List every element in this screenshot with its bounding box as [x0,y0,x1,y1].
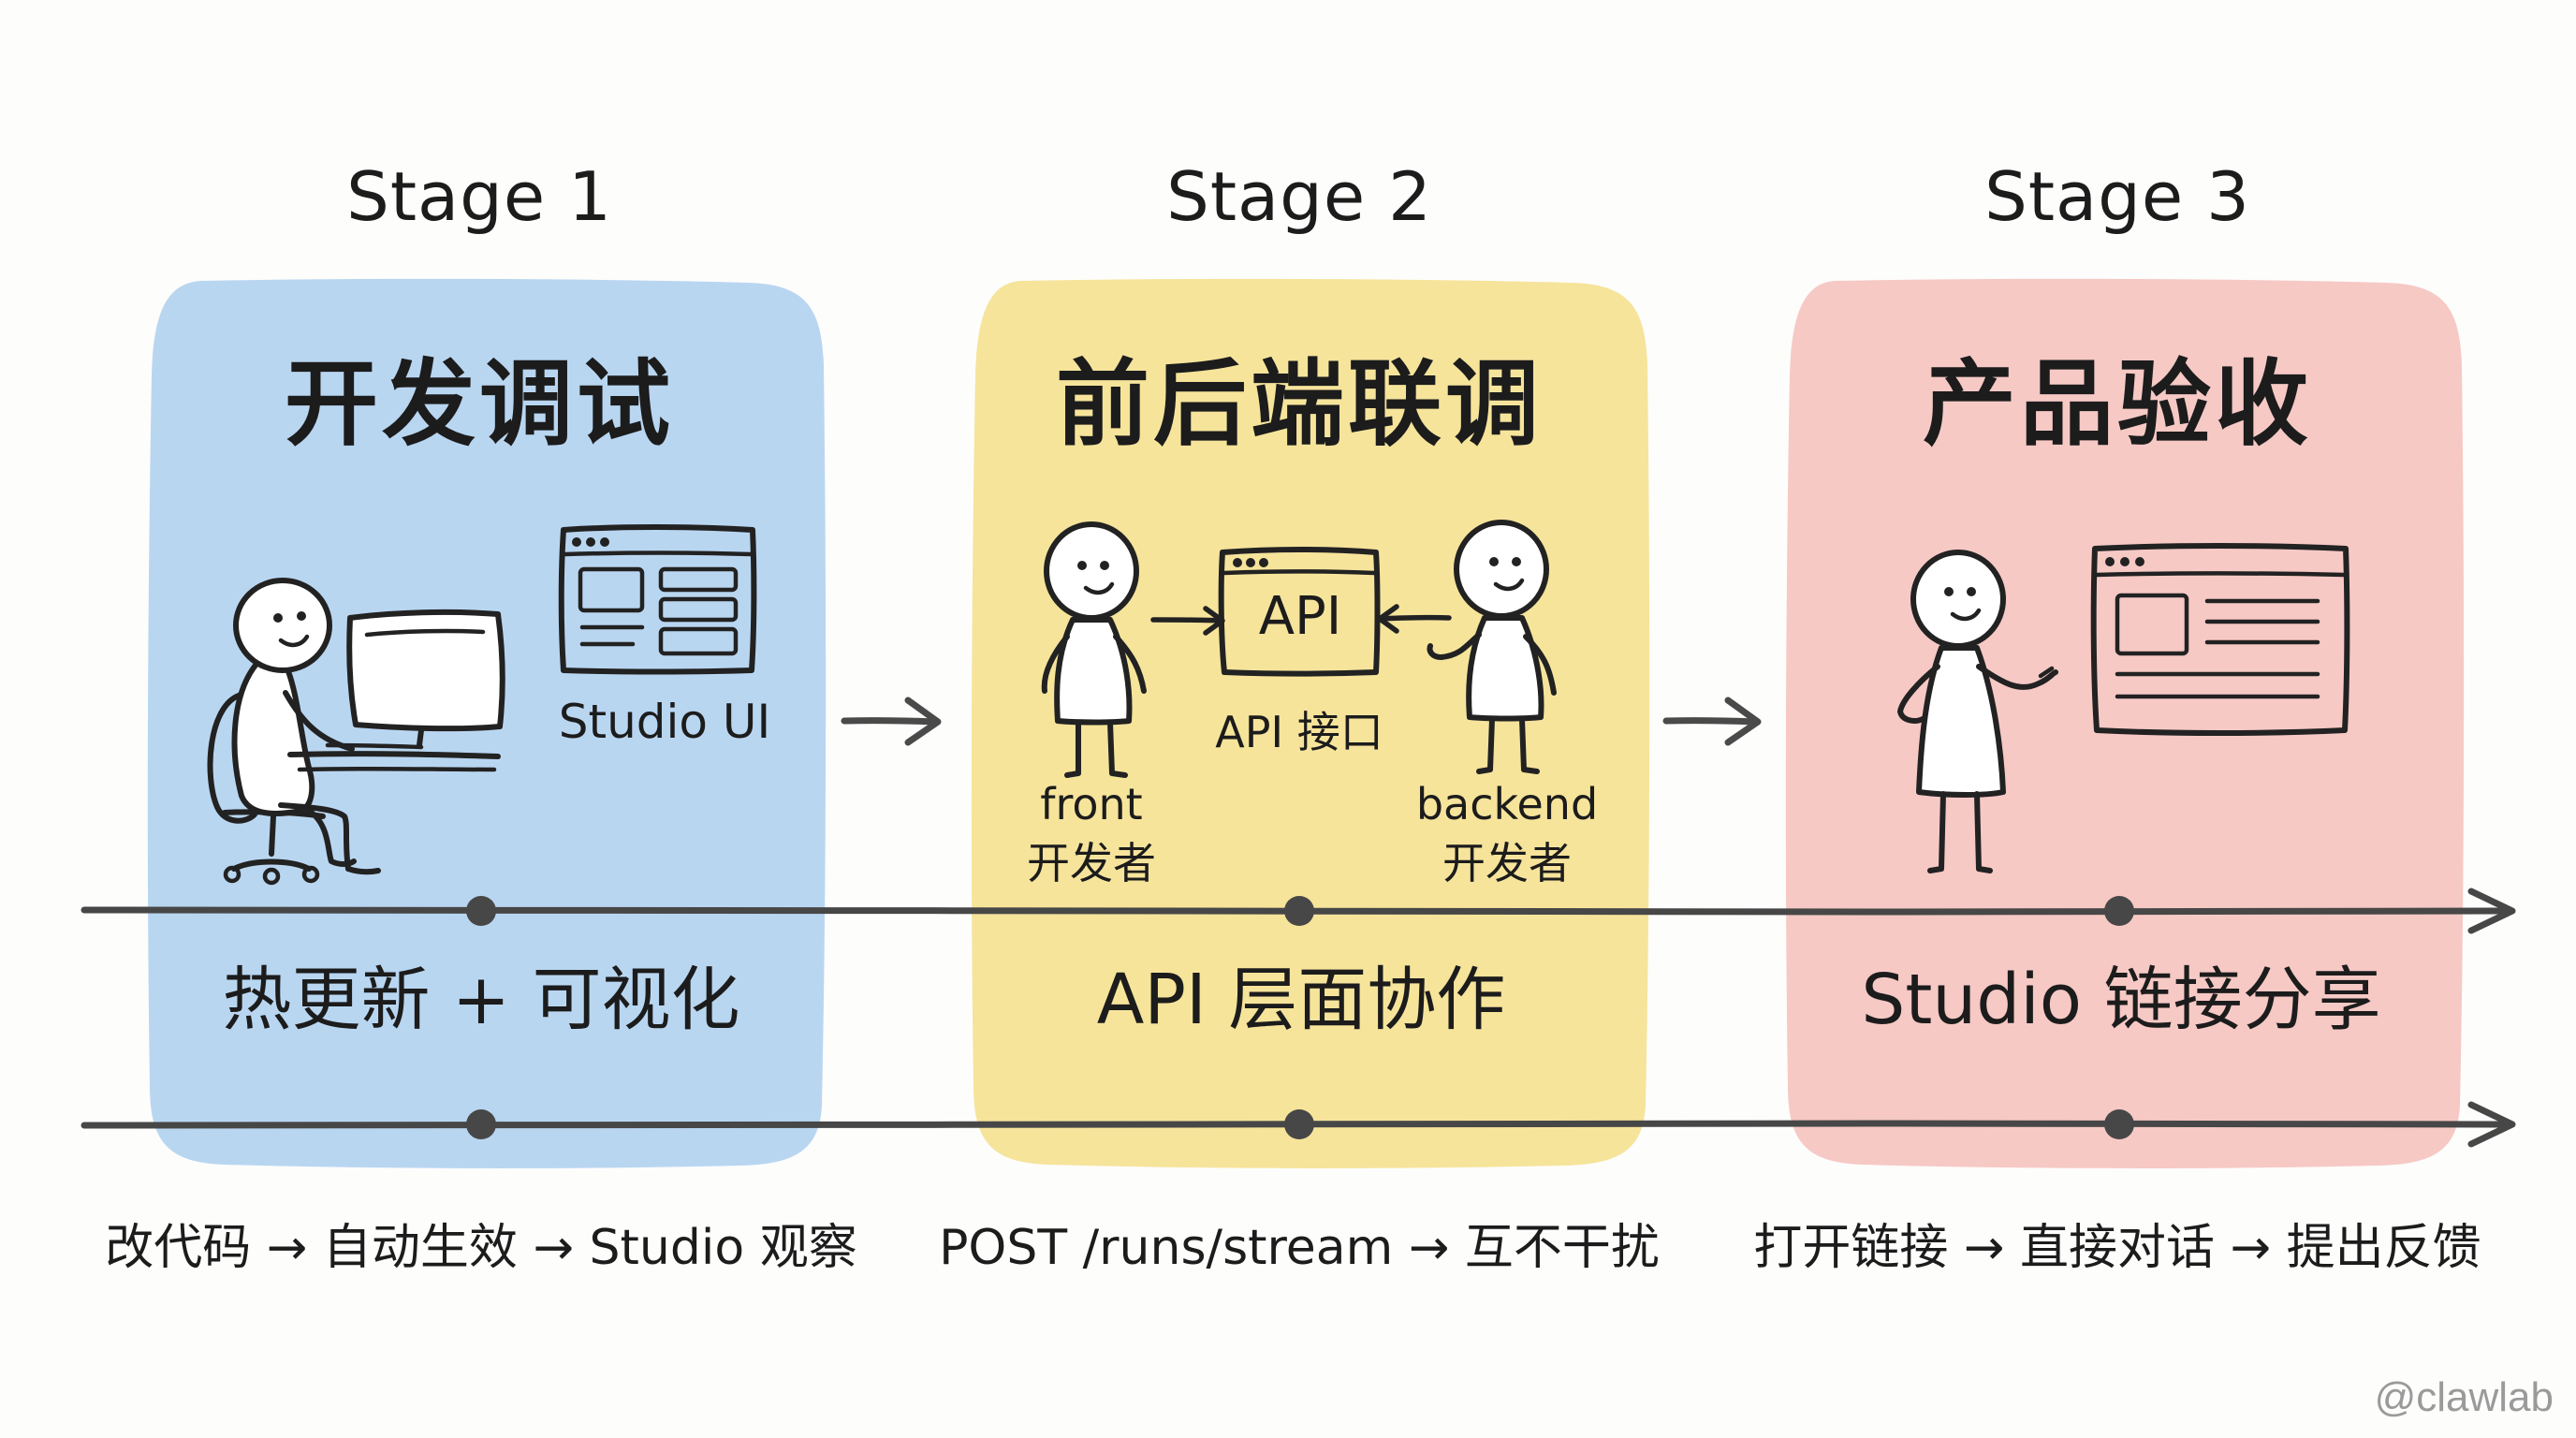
person-presenting-icon [1897,550,2058,873]
stage-3-title: 产品验收 [1923,349,2312,459]
stage-1-title: 开发调试 [285,349,674,459]
front-label: front [1040,779,1143,829]
stage-3-caption: Studio 链接分享 [1861,960,2381,1040]
stage-2-label: Stage 2 [1166,157,1432,236]
stage-1-caption: 热更新 + 可视化 [222,960,740,1040]
stage-3-bottom-caption: 打开链接 → 直接对话 → 提出反馈 [1753,1220,2481,1276]
browser-window-icon [558,524,757,675]
backend-label: backend [1415,779,1599,829]
timeline-lower [80,1101,2516,1148]
api-window-icon [1218,547,1381,677]
api-interface-label: API 接口 [1215,707,1383,757]
stage-1-bottom-caption: 改代码 → 自动生效 → Studio 观察 [105,1220,857,1276]
arrow-stage2-to-stage3 [1662,697,1762,746]
stage-2-caption: API 层面协作 [1096,960,1506,1040]
arrow-stage1-to-stage2 [841,697,942,746]
stage-2-title: 前后端联调 [1056,349,1543,459]
timeline-upper-dots [466,896,2134,926]
stage-2-bottom-caption: POST /runs/stream → 互不干扰 [939,1220,1660,1276]
api-box-label: API [1258,586,1342,647]
stage-2-card [971,278,1650,1168]
browser-window-icon [2090,543,2350,736]
arrow-backend-to-api [1377,604,1452,634]
backend-developer-person-icon [1427,520,1557,774]
person-at-computer-icon [207,578,505,886]
studio-ui-label: Studio UI [558,695,771,749]
stage-1-label: Stage 1 [346,157,612,236]
stage-3-label: Stage 3 [1984,157,2250,236]
watermark: @clawlab [2374,1374,2554,1420]
stage-3-card [1785,278,2465,1168]
front-developer-person-icon [1041,521,1147,778]
timeline-lower-dots [466,1109,2134,1139]
front-role-label: 开发者 [1027,838,1156,888]
backend-role-label: 开发者 [1442,838,1572,888]
timeline-upper [80,888,2516,934]
